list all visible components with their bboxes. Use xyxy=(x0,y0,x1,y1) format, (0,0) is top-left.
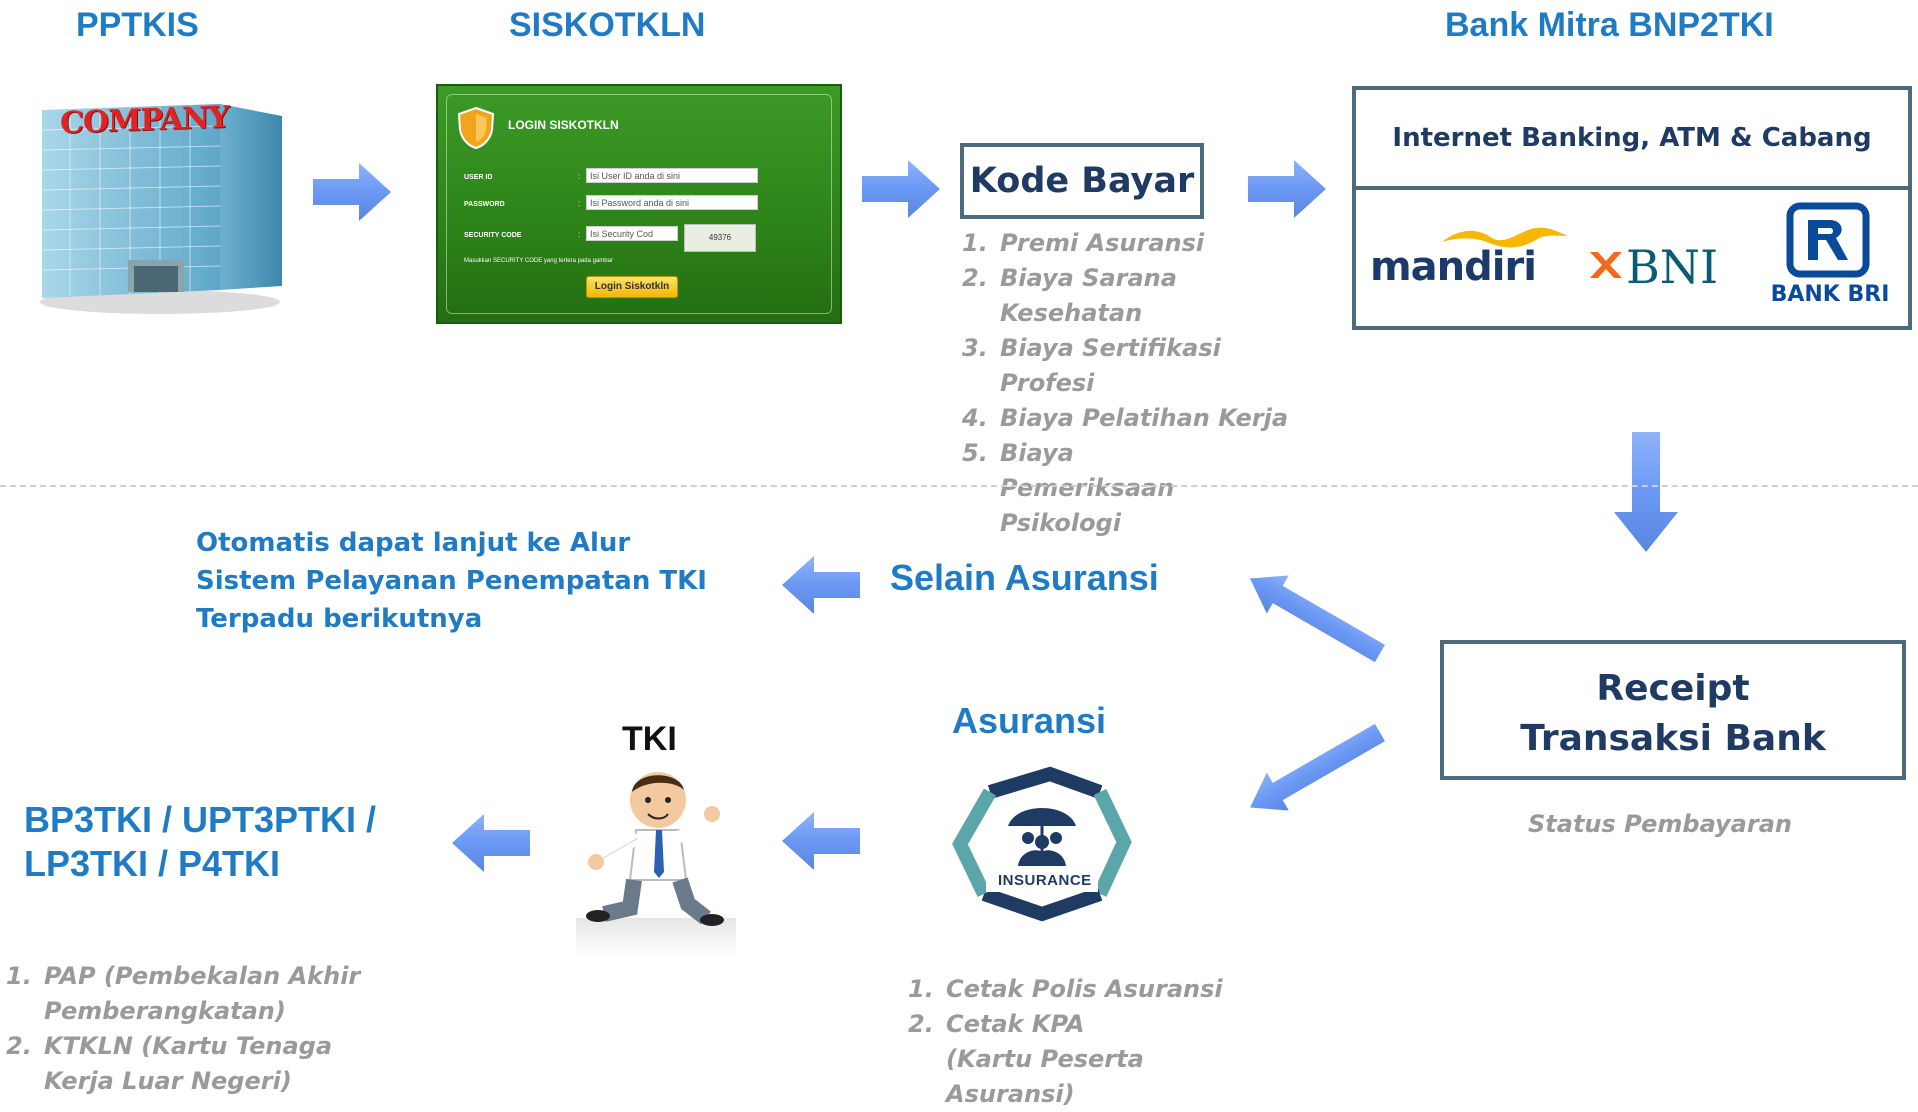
list-item: 1.Premi Asuransi xyxy=(962,229,1205,257)
list-item: 1.PAP (Pembekalan Akhir Pemberangkatan) xyxy=(6,962,361,1025)
list-item: 5.Biaya Pemeriksaan Psikologi xyxy=(962,439,1175,537)
bank-mitra-heading: Bank Mitra BNP2TKI xyxy=(1445,6,1774,44)
bri-emblem-icon xyxy=(1786,202,1870,278)
bank-box-header: Internet Banking, ATM & Cabang xyxy=(1392,123,1872,153)
colon: : xyxy=(578,230,581,239)
insurance-logo-text: INSURANCE xyxy=(998,872,1092,889)
arrow-left-tki xyxy=(452,814,530,872)
password-label: PASSWORD xyxy=(464,201,505,208)
insurance-logo-icon xyxy=(952,766,1132,922)
user-id-input[interactable]: Isi User ID anda di sini xyxy=(586,168,758,183)
tki-label: TKI xyxy=(622,720,677,758)
asuransi-title: Asuransi xyxy=(952,700,1107,741)
colon: : xyxy=(578,172,581,181)
arrow-right-3 xyxy=(1248,160,1326,218)
arrow-down xyxy=(1614,432,1678,552)
login-button[interactable]: Login Siskotkln xyxy=(586,276,678,298)
bank-box-divider xyxy=(1356,186,1908,190)
company-sign: COMPANY xyxy=(60,100,229,141)
receipt-title: Receipt Transaksi Bank xyxy=(1520,668,1826,759)
security-code-input[interactable]: Isi Security Cod xyxy=(586,226,678,241)
password-input[interactable]: Isi Password anda di sini xyxy=(586,195,758,210)
bp3tki-list: 1.PAP (Pembekalan Akhir Pemberangkatan) … xyxy=(6,959,406,1099)
bp3tki-title: BP3TKI / UPT3PTKI / LP3TKI / P4TKI xyxy=(24,799,377,884)
bank-box: Internet Banking, ATM & Cabang mandiri B… xyxy=(1352,86,1912,330)
shield-icon xyxy=(457,106,495,150)
mandiri-logo: mandiri xyxy=(1370,220,1570,290)
bni-emblem-icon xyxy=(1590,252,1622,278)
section-divider xyxy=(0,485,1918,487)
kode-bayar-title: Kode Bayar xyxy=(969,161,1195,201)
user-id-label: USER ID xyxy=(464,174,493,181)
arrow-left-asuransi xyxy=(782,812,860,870)
bni-logo: BNI xyxy=(1588,240,1748,300)
arrow-diagonal-up-left xyxy=(1250,575,1385,663)
arrow-right-1 xyxy=(313,163,391,221)
otomatis-text: Otomatis dapat lanjut ke Alur Sistem Pel… xyxy=(196,528,707,634)
bni-text: BNI xyxy=(1626,240,1719,294)
arrow-left-selain xyxy=(782,556,860,614)
list-item: 4.Biaya Pelatihan Kerja xyxy=(962,404,1289,432)
mandiri-wave-icon xyxy=(1442,227,1568,248)
mandiri-text: mandiri xyxy=(1370,244,1537,290)
login-panel: LOGIN SISKOTKLN USER ID PASSWORD SECURIT… xyxy=(436,84,842,324)
bri-logo: BANK BRI xyxy=(1760,202,1900,312)
selain-asuransi-label: Selain Asuransi xyxy=(890,557,1159,598)
siskotkln-heading: SISKOTKLN xyxy=(509,6,706,44)
arrow-diagonal-down-left xyxy=(1250,723,1385,811)
arrow-right-2 xyxy=(862,160,940,218)
company-building-icon xyxy=(40,104,282,314)
login-title: LOGIN SISKOTKLN xyxy=(508,118,619,132)
list-item: 1.Cetak Polis Asuransi xyxy=(908,975,1223,1003)
receipt-box: Receipt Transaksi Bank xyxy=(1440,640,1906,780)
list-item: 2.KTKLN (Kartu Tenaga Kerja Luar Negeri) xyxy=(6,1032,333,1095)
pptkis-heading: PPTKIS xyxy=(76,6,199,44)
bri-text: BANK BRI xyxy=(1770,282,1890,307)
list-item: 2.Biaya Sarana Kesehatan xyxy=(962,264,1177,327)
kode-bayar-box: Kode Bayar xyxy=(960,143,1204,219)
list-item: 3.Biaya Sertifikasi Profesi xyxy=(962,334,1221,397)
receipt-caption: Status Pembayaran xyxy=(1528,810,1792,838)
list-item: 2.Cetak KPA (Kartu Peserta Asuransi) xyxy=(908,1010,1144,1108)
security-note: Masukkan SECURITY CODE yang tertera pada… xyxy=(464,258,613,264)
kode-bayar-list: 1.Premi Asuransi 2.Biaya Sarana Kesehata… xyxy=(962,226,1302,541)
running-man-icon xyxy=(576,772,736,958)
security-code-label: SECURITY CODE xyxy=(464,232,522,239)
asuransi-list: 1.Cetak Polis Asuransi 2.Cetak KPA (Kart… xyxy=(908,972,1228,1112)
captcha-image: 49376 xyxy=(684,224,756,252)
colon: : xyxy=(578,199,581,208)
